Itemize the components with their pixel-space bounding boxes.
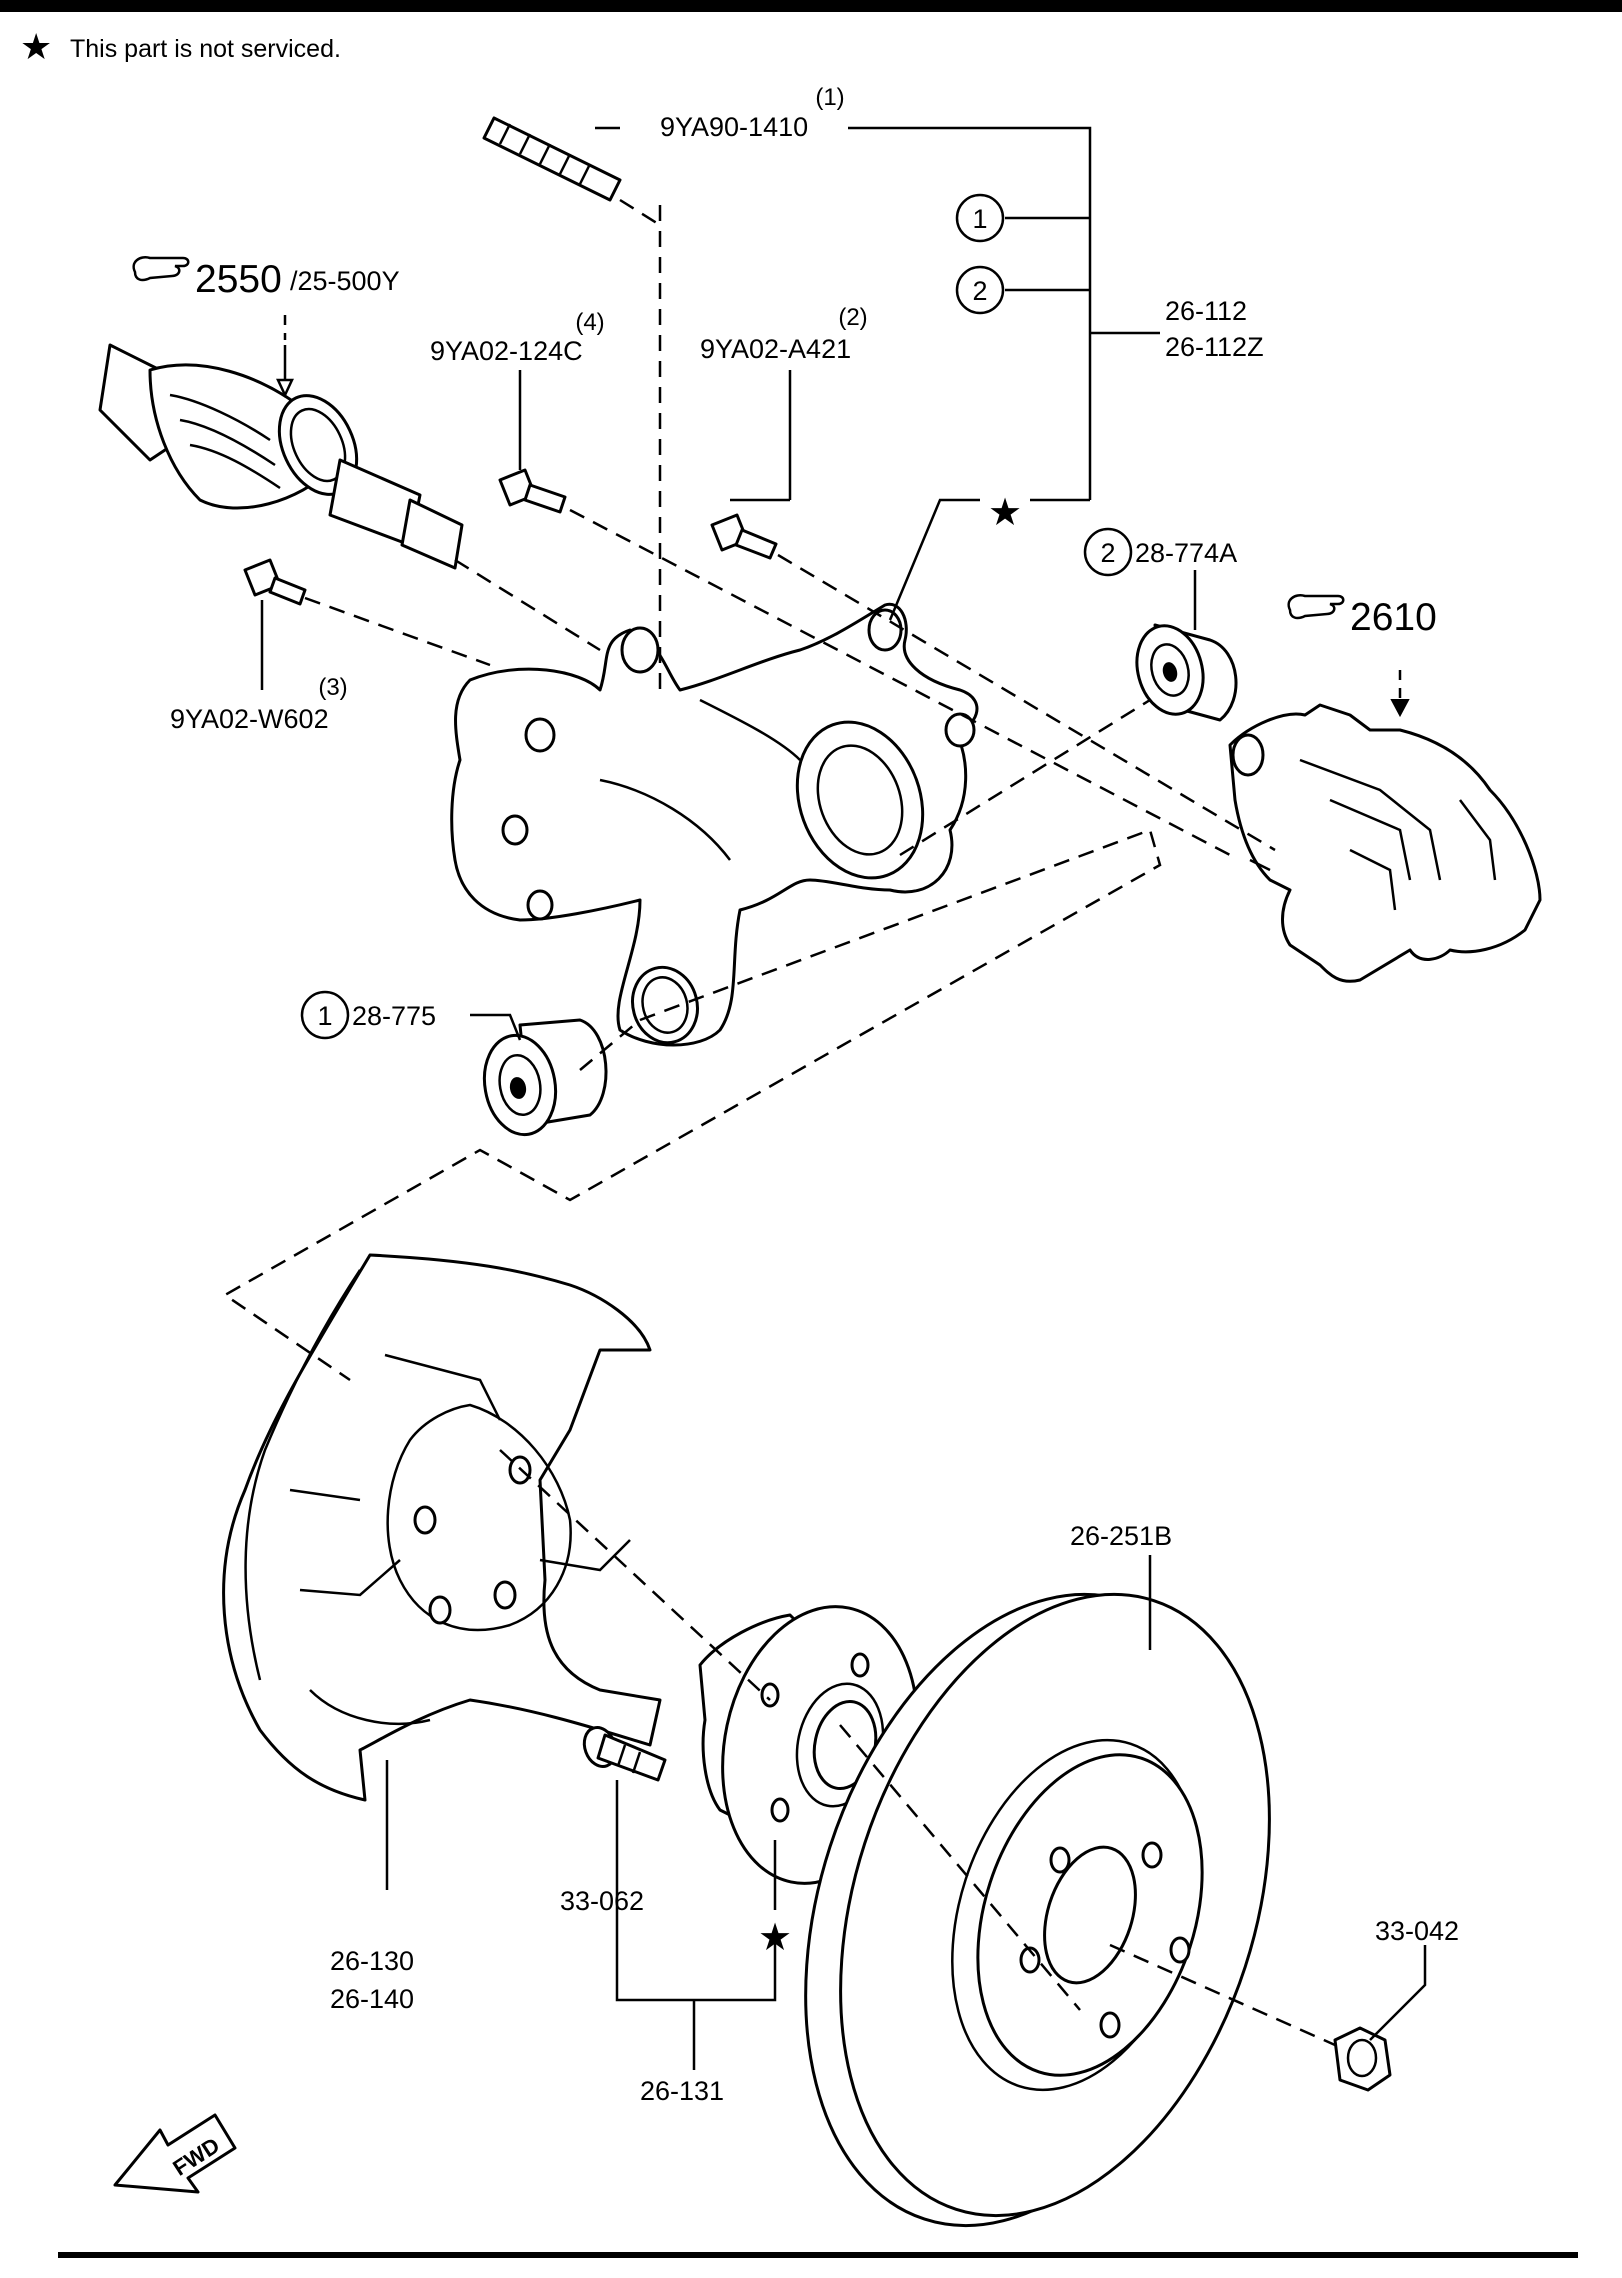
hub-bolt-part-number[interactable]: 9YA90-1410 <box>660 112 808 142</box>
hub-bolt-index: (1) <box>815 84 844 111</box>
wheel-stud-part-number[interactable]: 33-062 <box>560 1886 644 1916</box>
dust-shield-part-number-1[interactable]: 26-130 <box>330 1946 414 1976</box>
hub-assembly-part-number[interactable]: 26-131 <box>640 2076 724 2106</box>
bushing-lower-part-number: 28-775 <box>352 1001 436 1031</box>
knuckle-part-number-2[interactable]: 26-112Z <box>1165 332 1264 362</box>
svg-text:1: 1 <box>972 204 987 234</box>
bottom-border <box>58 2252 1578 2258</box>
bushing-upper <box>1135 623 1238 722</box>
ref-2550-main: 2550 <box>195 258 282 301</box>
ref-2550[interactable]: 2550 /25-500Y <box>132 256 400 301</box>
brake-disc <box>804 1592 1271 2228</box>
hub-bolt <box>482 116 622 202</box>
wheel-stud <box>582 1726 667 1782</box>
bracket-circle-1: 1 <box>955 193 1005 243</box>
bolt-a421-index: (2) <box>838 304 867 331</box>
bushing-lower-label[interactable]: 1 28-775 <box>300 990 436 1040</box>
knuckle-part-number-1[interactable]: 26-112 <box>1165 296 1247 326</box>
hub-star-icon: ★ <box>758 1917 792 1959</box>
top-border <box>0 0 1622 12</box>
bushing-upper-label[interactable]: 2 28-774A <box>1083 527 1237 577</box>
pointing-hand-icon <box>1287 594 1345 620</box>
bracket-circle-2: 2 <box>955 265 1005 315</box>
knuckle-star-icon: ★ <box>988 492 1022 534</box>
bolt-w602-part-number[interactable]: 9YA02-W602 <box>170 704 329 734</box>
dust-shield <box>222 1253 662 1802</box>
bolt-124c-part-number[interactable]: 9YA02-124C <box>430 336 583 366</box>
bolt-124c-index: (4) <box>575 309 604 336</box>
bolt-124c <box>498 468 567 514</box>
dust-shield-part-number-2[interactable]: 26-140 <box>330 1984 414 2014</box>
bushing-upper-circle: 2 <box>1100 538 1115 568</box>
bushing-lower-circle: 1 <box>317 1001 332 1031</box>
nut-part-number[interactable]: 33-042 <box>1375 1916 1459 1946</box>
note-star-icon: ★ <box>20 26 52 67</box>
fwd-arrow-icon: FWD <box>113 2113 237 2194</box>
ref-2610[interactable]: 2610 <box>1287 594 1437 639</box>
svg-text:2: 2 <box>972 276 987 306</box>
bolt-w602-index: (3) <box>318 674 347 701</box>
pointing-hand-icon <box>132 256 190 282</box>
steering-knuckle <box>450 602 979 1047</box>
bushing-upper-part-number: 28-774A <box>1135 538 1237 568</box>
bolt-a421-part-number[interactable]: 9YA02-A421 <box>700 334 851 364</box>
bolt-w602 <box>243 558 307 606</box>
hub-nut <box>1333 2026 1392 2092</box>
assembly-lines <box>222 198 1336 2047</box>
disc-part-number[interactable]: 26-251B <box>1070 1521 1172 1551</box>
wheel-hub-assembly <box>698 1605 919 1885</box>
ref-2550-sub: /25-500Y <box>290 266 400 296</box>
driveshaft <box>98 343 464 570</box>
ref-2610-main: 2610 <box>1350 596 1437 639</box>
note-text: This part is not serviced. <box>70 35 341 63</box>
leader-lines <box>260 126 1427 2070</box>
bolt-a421 <box>710 513 778 560</box>
bushing-lower <box>482 1018 608 1137</box>
brake-caliper <box>1228 703 1542 983</box>
